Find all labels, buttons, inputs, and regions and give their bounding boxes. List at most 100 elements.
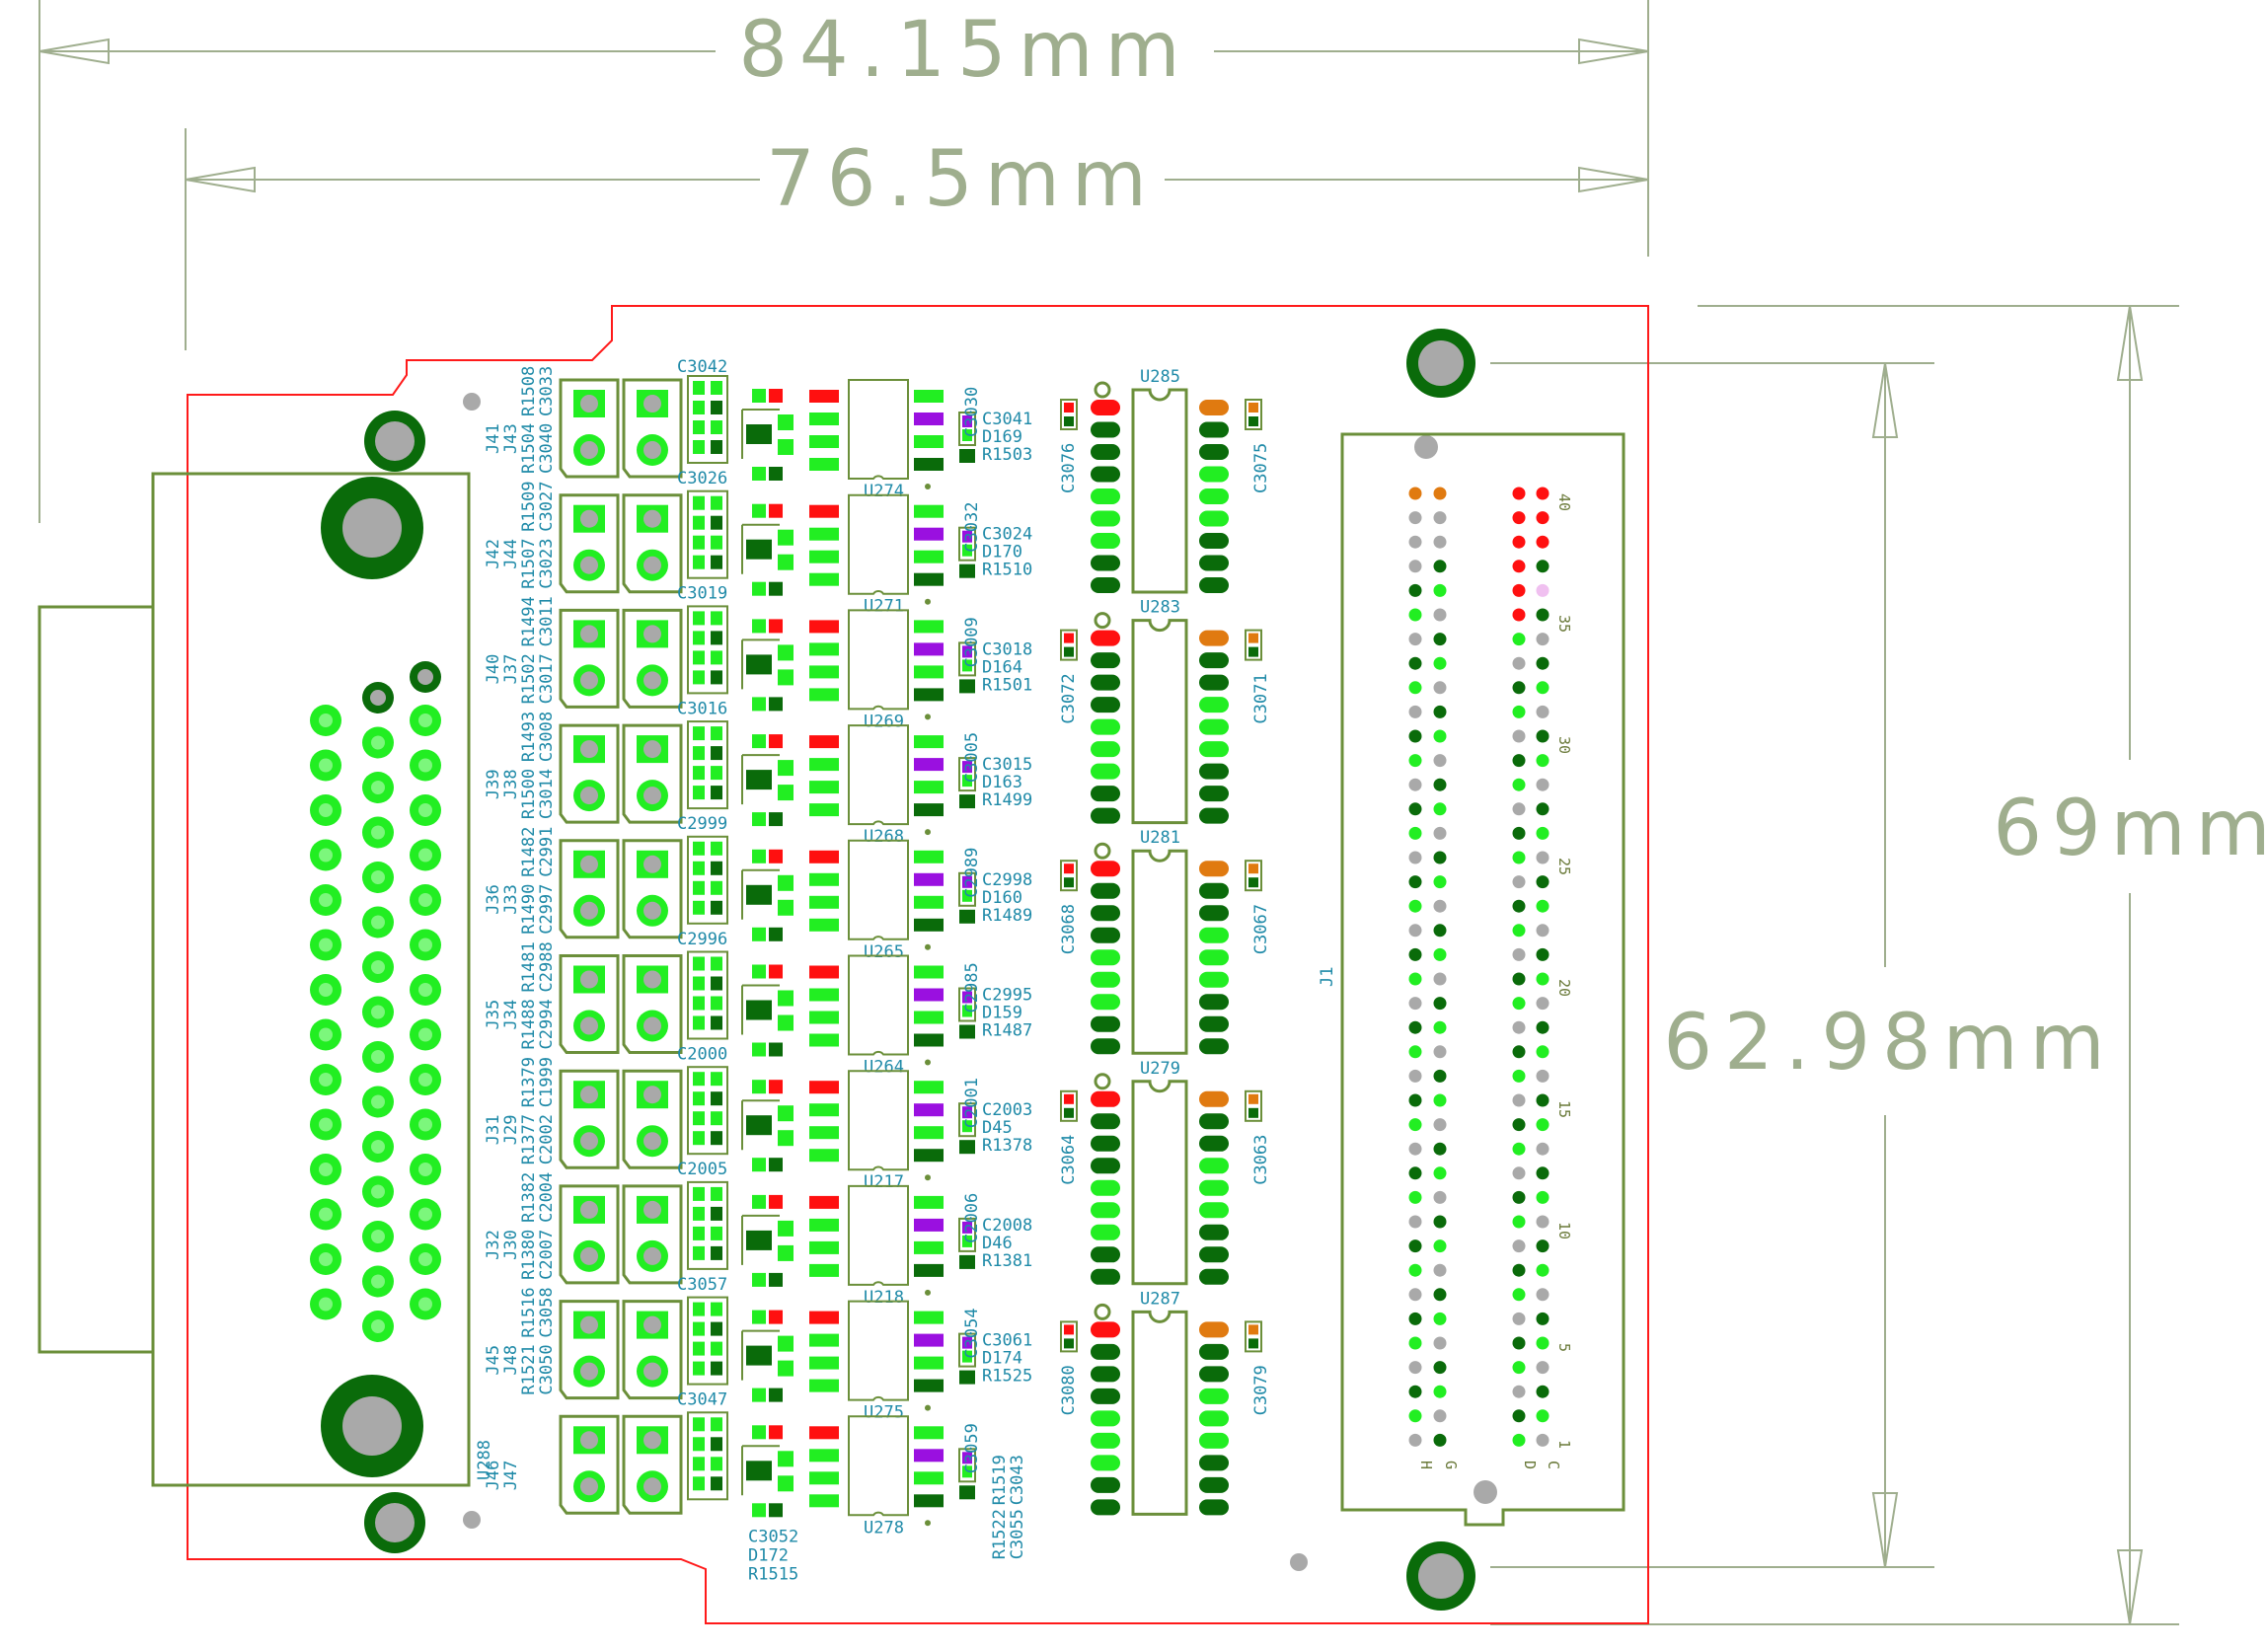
header-pin xyxy=(1408,1361,1422,1375)
header-pin xyxy=(1433,729,1447,743)
dsub-pin-core xyxy=(371,1184,385,1199)
header-pin xyxy=(1536,1312,1550,1325)
header-pin xyxy=(1512,705,1526,718)
driver-pad xyxy=(1091,718,1120,735)
connector-ref: J45 xyxy=(484,1345,503,1376)
connector-ref: J31 xyxy=(484,1114,503,1145)
header-pin xyxy=(1512,875,1526,889)
cap-ref: C2985 xyxy=(962,962,982,1013)
header-pin xyxy=(1408,1069,1422,1083)
terminal-drill xyxy=(580,1431,598,1450)
header-pin xyxy=(1433,972,1447,986)
cap-ref: C3032 xyxy=(962,502,982,553)
header-pin xyxy=(1536,705,1550,718)
cap-ref: C3080 xyxy=(1059,1365,1079,1415)
array-pad xyxy=(711,555,722,569)
header-pin xyxy=(1536,1093,1550,1107)
smd-pad xyxy=(809,1471,839,1485)
smd-pad xyxy=(914,1379,944,1392)
array-pad xyxy=(693,1437,705,1452)
cap-outline xyxy=(1245,629,1262,661)
array-pad xyxy=(693,841,705,856)
cap-outline xyxy=(1060,860,1078,892)
terminal-drill xyxy=(580,901,598,920)
dsub-pin-core xyxy=(418,1207,432,1222)
smd-pad xyxy=(914,642,944,656)
header-pin xyxy=(1433,1336,1447,1350)
dsub-pin-core xyxy=(319,1252,333,1266)
header-pin xyxy=(1536,1142,1550,1156)
driver-pad xyxy=(1091,1202,1120,1219)
side-ref: D46 xyxy=(982,1234,1013,1253)
smd-pad xyxy=(962,875,972,888)
smd-pad xyxy=(959,679,975,694)
smd-pad xyxy=(962,761,972,774)
header-pin xyxy=(1536,1215,1550,1229)
driver-pad xyxy=(1091,1410,1120,1427)
driver-pad xyxy=(1199,1179,1229,1196)
terminal-block xyxy=(559,1300,620,1400)
connector-ref: J29 xyxy=(501,1114,521,1145)
component-ref: R1521 xyxy=(519,1344,539,1394)
header-pin xyxy=(1408,754,1422,768)
header-pin xyxy=(1512,778,1526,791)
header-pin xyxy=(1512,1166,1526,1180)
driver-pad xyxy=(1199,741,1229,758)
connector-ref: J40 xyxy=(484,654,503,685)
smd-pad xyxy=(769,581,783,596)
smd-pad xyxy=(1248,1107,1258,1118)
header-pin xyxy=(1433,1215,1447,1229)
smd-pad xyxy=(809,458,839,471)
driver-pad xyxy=(1091,807,1120,824)
pin1-marker xyxy=(925,943,931,950)
terminal-block xyxy=(559,723,620,824)
side-ref: C3055 xyxy=(1008,1509,1027,1559)
dsub-pin-core xyxy=(371,825,385,840)
smd-pad xyxy=(752,1080,766,1094)
header-pin xyxy=(1433,899,1447,913)
array-pad xyxy=(711,1341,722,1356)
ic-ref: U285 xyxy=(1140,367,1180,387)
header-pin xyxy=(1433,1069,1447,1083)
terminal-drill xyxy=(643,740,661,759)
array-pad xyxy=(711,650,722,665)
side-ref: D169 xyxy=(982,427,1022,447)
array-pad xyxy=(693,900,705,915)
component-ref: C2994 xyxy=(537,999,557,1049)
smd-pad xyxy=(914,758,944,772)
driver-pad xyxy=(1199,718,1229,735)
terminal-drill xyxy=(580,970,598,989)
header-row-number: 1 xyxy=(1555,1440,1573,1449)
dim-overall-height: 69mm xyxy=(1993,785,2268,873)
connector-ref: J44 xyxy=(501,539,521,569)
bottom-ref: R1515 xyxy=(748,1564,798,1584)
header-pin xyxy=(1512,1020,1526,1034)
driver-pad xyxy=(1199,577,1229,593)
transistor-pad xyxy=(778,990,794,1007)
driver-pad xyxy=(1199,1015,1229,1032)
header-pin xyxy=(1408,681,1422,695)
header-pin xyxy=(1536,535,1550,549)
header-pin xyxy=(1408,633,1422,646)
cap-outline xyxy=(958,987,976,1022)
array-pad xyxy=(711,401,722,414)
component-ref: C3017 xyxy=(537,653,557,704)
terminal-block xyxy=(559,1069,620,1169)
header-row-number: 35 xyxy=(1555,615,1573,633)
smd-pad xyxy=(809,1149,839,1163)
transistor-outline xyxy=(741,1445,780,1496)
bottom-ref: D172 xyxy=(748,1545,789,1565)
header-pin xyxy=(1536,1069,1550,1083)
optocoupler-body xyxy=(848,609,909,711)
component-ref: C3011 xyxy=(537,596,557,646)
side-ref: R1378 xyxy=(982,1136,1032,1156)
connector-ref: J38 xyxy=(501,769,521,799)
connector-ref: J47 xyxy=(501,1461,521,1491)
transistor-pad xyxy=(778,1014,794,1031)
smd-pad xyxy=(752,697,766,712)
component-ref: C3033 xyxy=(537,366,557,416)
array-pad xyxy=(711,1302,722,1316)
array-pad xyxy=(711,381,722,395)
terminal-drill xyxy=(643,556,661,574)
ic-ref: U268 xyxy=(864,827,904,847)
